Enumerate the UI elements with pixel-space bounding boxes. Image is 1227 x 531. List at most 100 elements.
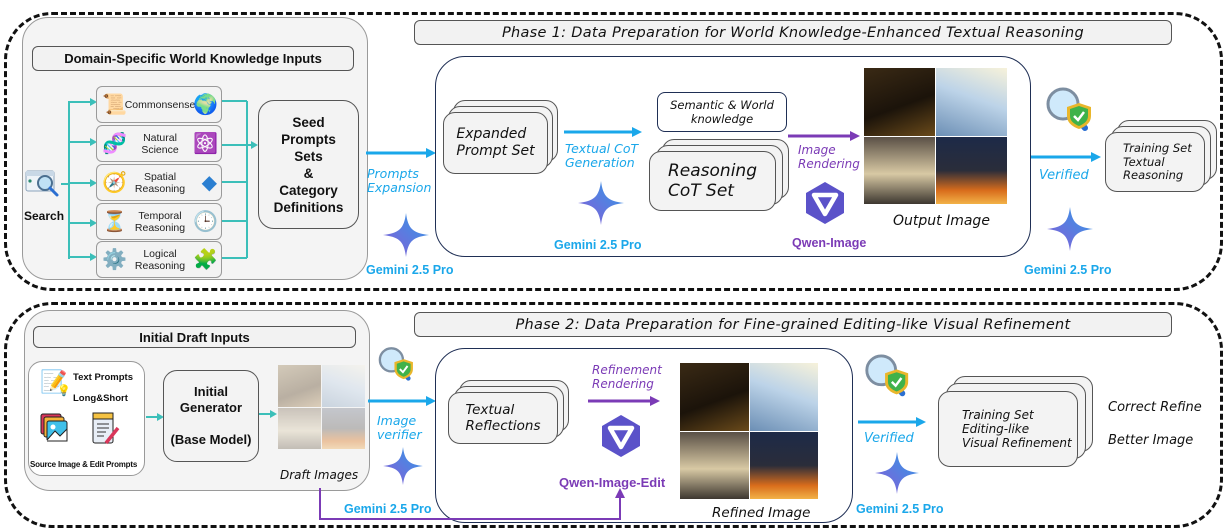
search-label: Search <box>24 209 65 223</box>
outcome-correct-refine: Correct Refine <box>1108 400 1202 415</box>
phase2-title-text: Phase 2: Data Preparation for Fine-grain… <box>515 316 1071 333</box>
prompts-expansion-arrow <box>366 148 436 158</box>
phase2-frame <box>4 302 1223 528</box>
textual-cot-arrow <box>564 127 642 137</box>
image-rendering-label: Image Rendering <box>798 143 860 171</box>
search-browser-icon <box>25 168 61 198</box>
draft-to-edit-connector <box>319 488 625 520</box>
phase1-inputs-title: Domain-Specific World Knowledge Inputs <box>32 46 354 71</box>
clock-arrow-icon: 🕒 <box>193 211 218 233</box>
puzzle-icon: 🧩 <box>193 249 218 271</box>
category-label: Logical Reasoning <box>134 247 186 272</box>
long-short-label: Long&Short <box>73 393 128 404</box>
textual-reflections-card: Textual Reflections <box>448 392 558 444</box>
hourglass-icon: ⏳ <box>102 211 127 233</box>
connector-arrow <box>146 413 164 421</box>
textual-cot-generation-label: Textual CoT Generation <box>565 141 639 170</box>
qwen-logo-icon <box>806 182 844 224</box>
category-merge-connectors <box>222 100 258 259</box>
category-temporal-reasoning: ⏳ Temporal Reasoning 🕒 <box>96 203 222 240</box>
training-set-visual-card: Training Set Editing-like Visual Refinem… <box>938 391 1078 467</box>
refined-image-label: Refined Image <box>712 505 811 521</box>
image-tile-angel <box>936 68 1007 136</box>
phase2-inputs-title-text: Initial Draft Inputs <box>139 329 250 345</box>
notepad-pencil-icon: 📝 <box>40 369 68 394</box>
cube-axes-icon: ◆ <box>201 172 217 194</box>
gemini-icon <box>1047 207 1093 251</box>
gemini-icon <box>578 181 624 225</box>
gemini-label: Gemini 2.5 Pro <box>856 502 944 516</box>
image-verifier-label: Image verifier <box>377 413 422 442</box>
initial-generator-text: Initial Generator (Base Model) <box>170 384 252 447</box>
seed-prompts-box: Seed Prompts Sets & Category Definitions <box>258 100 359 229</box>
category-commonsense: 📜 Commonsense 🌍 <box>96 86 222 123</box>
connector <box>68 101 70 259</box>
gemini-icon <box>383 213 429 257</box>
phase1-inputs-title-text: Domain-Specific World Knowledge Inputs <box>64 51 322 66</box>
draft-images-label: Draft Images <box>280 468 359 482</box>
connector <box>61 183 68 185</box>
prompts-expansion-label: Prompts Expansion <box>367 166 432 195</box>
textual-reflections-text: Textual Reflections <box>465 402 541 434</box>
qwen-image-label: Qwen-Image <box>792 236 867 250</box>
training-set-textual-card: Training Set Textual Reasoning <box>1105 132 1205 192</box>
image-tile-bonfire <box>936 136 1007 204</box>
image-tile-bishop <box>278 407 321 449</box>
image-tile-anubis <box>680 363 749 431</box>
atom-icon: ⚛️ <box>193 133 218 155</box>
image-tile-bonfire <box>322 407 365 449</box>
qwen-logo-icon <box>602 415 640 457</box>
gemini-label: Gemini 2.5 Pro <box>554 238 642 252</box>
qwen-image-edit-label: Qwen-Image-Edit <box>559 475 666 490</box>
training-set-visual-text: Training Set Editing-like Visual Refinem… <box>962 408 1072 450</box>
phase2-inputs-title: Initial Draft Inputs <box>33 326 356 348</box>
semantic-world-knowledge-text: Semantic & World knowledge <box>670 98 774 126</box>
verified-label: Verified <box>864 431 914 446</box>
image-tile-anubis <box>864 68 935 136</box>
category-natural-science: 🧬 Natural Science ⚛️ <box>96 125 222 162</box>
refinement-rendering-arrow <box>588 396 660 406</box>
category-label: Temporal Reasoning <box>134 209 186 234</box>
initial-generator-box: Initial Generator (Base Model) <box>163 370 259 462</box>
verified-arrow <box>858 417 926 427</box>
reasoning-cot-set-text: Reasoning CoT Set <box>667 161 757 201</box>
image-verifier-arrow <box>368 396 436 406</box>
scroll-icon: 📜 <box>102 94 127 116</box>
globe-icon: 🌍 <box>193 94 218 116</box>
expanded-prompt-set-text: Expanded Prompt Set <box>456 126 535 159</box>
reasoning-cot-set-card: Reasoning CoT Set <box>649 151 776 211</box>
gears-icon: ⚙️ <box>102 249 127 271</box>
image-tile-anubis <box>278 365 321 407</box>
verifier-shield-icon <box>1046 87 1091 131</box>
image-rendering-arrow <box>788 131 860 141</box>
image-tile-angel <box>749 363 818 431</box>
output-image-grid <box>864 68 1007 204</box>
phase2-title: Phase 2: Data Preparation for Fine-grain… <box>414 312 1172 337</box>
connector-arrow <box>259 410 277 418</box>
verified-arrow <box>1031 152 1101 162</box>
category-label: Commonsense <box>124 98 196 111</box>
source-image-icon <box>40 413 68 442</box>
phase1-frame <box>4 12 1223 291</box>
gemini-label: Gemini 2.5 Pro <box>366 263 454 277</box>
image-tile-bishop <box>864 136 935 204</box>
output-image-label: Output Image <box>893 213 990 229</box>
semantic-world-knowledge-box: Semantic & World knowledge <box>657 92 787 132</box>
verified-label: Verified <box>1039 168 1089 183</box>
phase1-title-text: Phase 1: Data Preparation for World Know… <box>501 24 1085 41</box>
verifier-shield-icon <box>378 347 413 381</box>
expanded-prompt-set-card: Expanded Prompt Set <box>443 112 548 174</box>
text-prompts-label: Text Prompts <box>73 372 134 383</box>
image-tile-bishop <box>680 431 749 499</box>
refinement-rendering-label: Refinement Rendering <box>592 363 662 391</box>
image-tile-angel <box>322 365 365 407</box>
compass-icon: 🧭 <box>102 172 127 194</box>
training-set-textual-text: Training Set Textual Reasoning <box>1123 141 1192 182</box>
edit-prompt-icon <box>92 412 120 445</box>
lightbulb-icon: 💡 <box>57 385 71 397</box>
category-label: Natural Science <box>141 131 179 156</box>
gemini-icon <box>383 447 423 485</box>
image-tile-bonfire <box>749 431 818 499</box>
source-edit-label: Source Image & Edit Prompts <box>30 460 138 469</box>
input-arrows <box>68 98 97 261</box>
